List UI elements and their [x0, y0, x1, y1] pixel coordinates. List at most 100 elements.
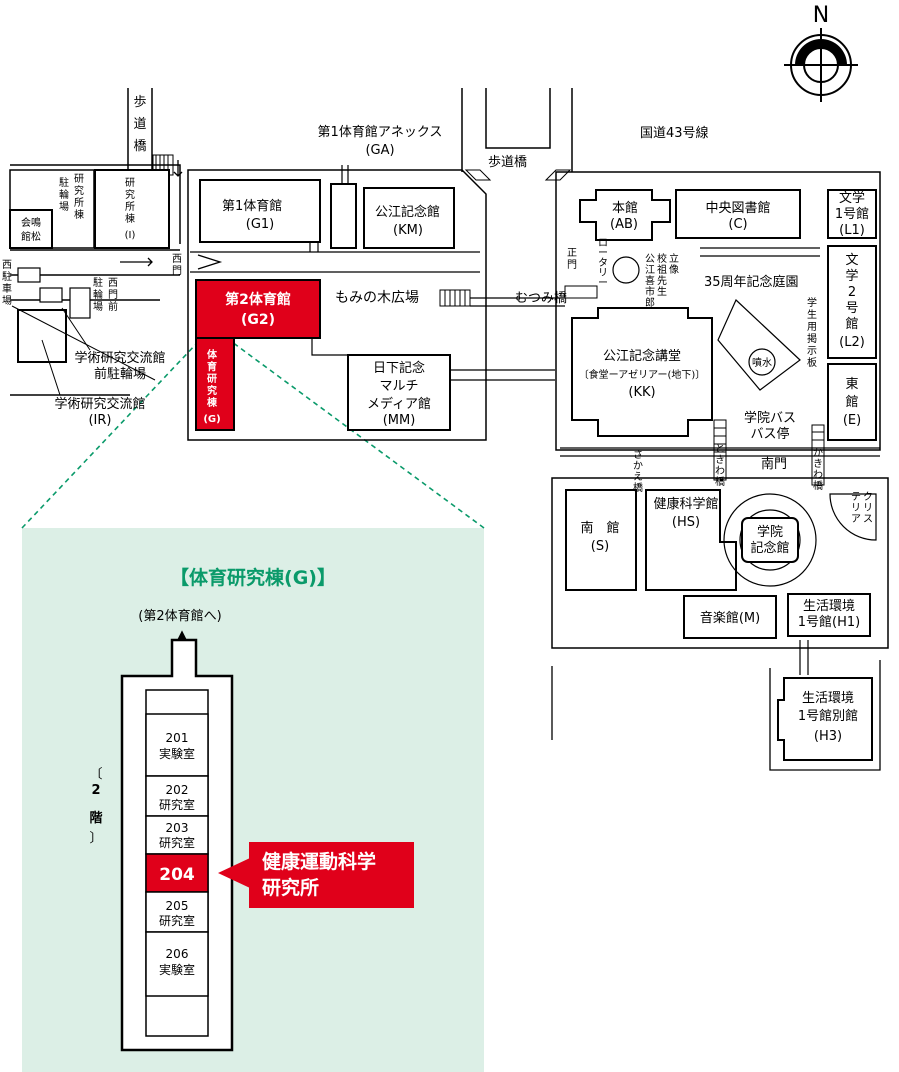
svg-text:か: か	[633, 460, 643, 472]
tokiwa-bridge-right-label: か き わ 橋	[813, 447, 823, 492]
callout-line-1: 健康運動科学	[262, 850, 376, 873]
svg-text:門: 門	[172, 265, 182, 277]
south-campus-outline	[551, 477, 889, 649]
svg-text:所: 所	[125, 201, 135, 213]
svg-text:南 館: 南 館	[580, 520, 619, 536]
center-campus-outline	[187, 169, 487, 441]
building-gakuin[interactable]: 学院 記念館	[750, 524, 789, 556]
building-ir[interactable]: 学術研究交流館 (IR)	[54, 396, 145, 428]
callout-pointer	[218, 858, 250, 888]
nishi-parking-label: 西 駐 車 場	[2, 260, 12, 307]
svg-text:バス停: バス停	[750, 426, 789, 442]
tokiwa-bridge-left-label: と き わ 橋	[715, 443, 725, 488]
leader-lines	[11, 305, 156, 396]
ab-code: (AB)	[610, 217, 638, 232]
floor-label: 〔 2 階 〕	[89, 767, 102, 846]
svg-text:輪: 輪	[93, 288, 103, 301]
svg-text:ク: ク	[863, 491, 873, 503]
room-201[interactable]: 201 実験室	[159, 731, 195, 761]
building-m[interactable]: 音楽館(M)	[700, 610, 760, 626]
svg-text:示: 示	[807, 346, 817, 357]
svg-text:門: 門	[567, 259, 577, 271]
svg-text:1号館別館: 1号館別館	[798, 709, 858, 724]
building-g[interactable]	[195, 337, 235, 431]
svg-text:ー: ー	[598, 278, 608, 289]
east-campus-outline	[555, 171, 881, 451]
building-hs[interactable]: 健康科学館 (HS)	[653, 496, 718, 530]
svg-text:祖: 祖	[657, 263, 667, 276]
building-h3[interactable]: 生活環境 1号館別館 (H3)	[798, 691, 858, 744]
bulletin-board-label: 学 生 用 掲 示 板	[807, 296, 817, 369]
svg-text:研究室: 研究室	[159, 835, 195, 850]
svg-text:東: 東	[845, 376, 858, 392]
svg-text:歩: 歩	[133, 95, 146, 110]
ga-name: 第1体育館アネックス	[318, 124, 443, 140]
svg-text:駐: 駐	[93, 276, 103, 289]
svg-text:掲: 掲	[807, 333, 817, 345]
building-cafeteria[interactable]: ク リ ス テ リ ア	[851, 491, 873, 525]
room-204[interactable]: 204	[159, 865, 195, 885]
svg-text:館: 館	[845, 395, 858, 410]
building-l2[interactable]: 文 学 2 号 館 (L2)	[839, 253, 865, 350]
memorial-garden-label: 35周年記念庭園	[704, 274, 799, 290]
svg-text:先: 先	[657, 275, 667, 287]
building-h1[interactable]: 生活環境 1号館(H1)	[798, 599, 860, 630]
svg-text:生活環境: 生活環境	[802, 691, 854, 706]
svg-text:1号館(H1): 1号館(H1)	[798, 615, 860, 630]
paths	[190, 165, 565, 381]
room-203[interactable]: 203 研究室	[159, 821, 195, 850]
svg-text:車: 車	[2, 282, 12, 295]
rotary-label: ロ ー タ リ ー	[598, 238, 608, 289]
svg-text:文学: 文学	[839, 190, 865, 206]
svg-text:205: 205	[166, 899, 189, 913]
km-code: (KM)	[393, 223, 423, 238]
svg-text:道: 道	[133, 117, 146, 132]
svg-text:所: 所	[74, 197, 84, 209]
svg-text:駐: 駐	[2, 270, 12, 283]
svg-text:館: 館	[845, 317, 858, 332]
svg-text:学: 学	[845, 268, 858, 284]
svg-text:き: き	[813, 458, 823, 470]
arrow-icons	[120, 160, 223, 270]
callout-box	[249, 842, 414, 908]
svg-text:生: 生	[807, 308, 817, 321]
svg-text:棟: 棟	[74, 208, 84, 221]
svg-text:究: 究	[74, 184, 84, 197]
nanmon-gate-label: 南門	[761, 456, 787, 472]
ga-code: (GA)	[365, 143, 394, 158]
svg-text:203: 203	[166, 821, 189, 835]
callout-line-2: 研究所	[262, 876, 319, 899]
room-205[interactable]: 205 研究室	[159, 899, 195, 928]
svg-text:リ: リ	[598, 268, 608, 279]
svg-text:研: 研	[74, 173, 84, 185]
svg-text:究: 究	[207, 384, 217, 397]
building-kk[interactable]: 公江記念講堂 〔食堂ーアゼリアー(地下)〕 (KK)	[579, 348, 706, 400]
building-kenkyu-i[interactable]: 研 究 所 棟 (I)	[125, 177, 136, 241]
building-s[interactable]: 南 館 (S)	[580, 520, 619, 554]
svg-text:(MM): (MM)	[383, 413, 416, 428]
svg-text:タ: タ	[598, 257, 608, 269]
svg-text:と: と	[715, 443, 725, 455]
national-route-label: 国道43号線	[640, 125, 709, 141]
room-206[interactable]: 206 実験室	[159, 947, 195, 977]
svg-text:リ: リ	[863, 503, 873, 514]
room-202[interactable]: 202 研究室	[159, 783, 195, 812]
to-g2-label: (第2体育館へ)	[138, 608, 221, 624]
building-g2[interactable]	[195, 279, 321, 339]
svg-text:校: 校	[657, 252, 667, 265]
svg-text:201: 201	[166, 731, 189, 745]
svg-text:生活環境: 生活環境	[803, 599, 855, 614]
c-name: 中央図書館	[705, 201, 770, 216]
building-gakuin-box	[741, 517, 799, 563]
momi-plaza-label: もみの木広場	[335, 290, 419, 306]
svg-text:2: 2	[91, 783, 100, 798]
building-kaimeikan[interactable]: 会鳴 館松	[21, 216, 41, 243]
building-mm[interactable]: 日下記念 マルチ メディア館 (MM)	[367, 360, 431, 428]
building-e[interactable]: 東 館 (E)	[843, 376, 861, 428]
svg-text:棟: 棟	[207, 396, 218, 409]
building-l1[interactable]: 文学 1号館 (L1)	[835, 190, 869, 238]
svg-text:き: き	[715, 454, 725, 466]
svg-text:橋: 橋	[813, 479, 823, 492]
svg-text:ロ: ロ	[598, 238, 608, 249]
